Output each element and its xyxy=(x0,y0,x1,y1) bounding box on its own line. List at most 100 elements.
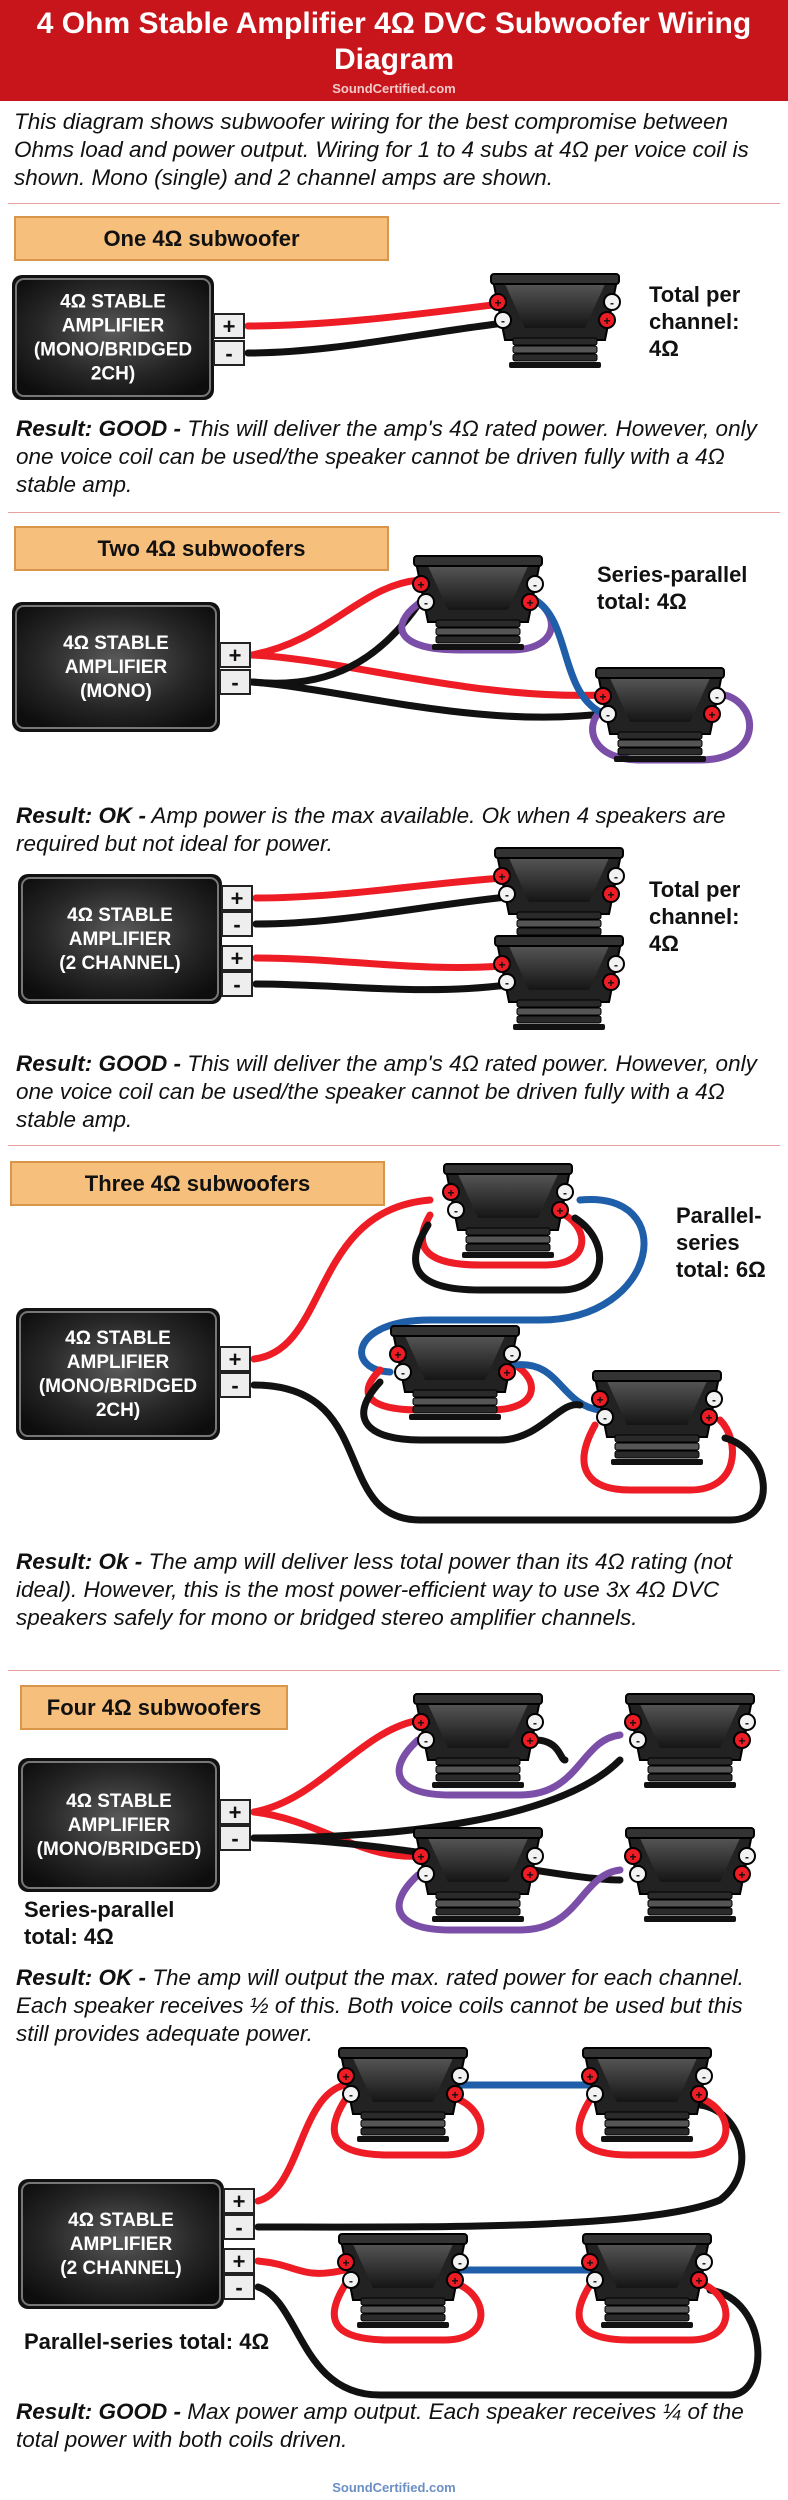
sub-base xyxy=(409,1414,501,1420)
left-coil-plus-sign: + xyxy=(417,1850,424,1864)
wire-red xyxy=(244,300,504,330)
right-coil-minus-sign: - xyxy=(702,2256,706,2270)
plus-terminal xyxy=(219,642,251,668)
left-coil-plus-sign: + xyxy=(494,296,501,310)
minus-terminal xyxy=(213,340,245,366)
sub-magnet xyxy=(604,2127,690,2136)
minus-terminal xyxy=(219,1825,251,1851)
minus-sign: - xyxy=(235,2215,242,2240)
left-coil-minus-sign: - xyxy=(424,596,428,610)
right-coil-plus-sign: + xyxy=(451,2274,458,2288)
wire-black xyxy=(412,1214,603,1294)
minus-sign: - xyxy=(231,1826,238,1851)
left-coil-minus xyxy=(447,1201,465,1219)
sub-rim xyxy=(413,1827,543,1839)
right-coil-plus-sign: + xyxy=(708,708,715,722)
amp-label: (MONO/BRIDGED xyxy=(39,1376,197,1397)
result-three-body: The amp will deliver less total power th… xyxy=(16,1549,733,1630)
amp-label: AMPLIFIER xyxy=(65,657,168,678)
sub-cone xyxy=(353,2058,453,2102)
right-coil-plus xyxy=(551,1201,569,1219)
right-coil-minus-sign: - xyxy=(745,1716,749,1730)
right-coil-plus xyxy=(690,2271,708,2289)
wire-black xyxy=(252,980,511,994)
left-coil-plus-sign: + xyxy=(596,1393,603,1407)
wire-black xyxy=(244,319,509,357)
left-coil-minus xyxy=(394,1363,412,1381)
section-title-two: Two 4Ω subwoofers xyxy=(14,526,389,571)
left-coil-plus-sign: + xyxy=(417,1716,424,1730)
result-two-b-body: This will deliver the amp's 4Ω rated pow… xyxy=(16,1051,757,1132)
sub-rim xyxy=(443,1163,573,1175)
divider xyxy=(8,1670,780,1671)
left-coil-plus xyxy=(412,1713,430,1731)
sub-rim xyxy=(582,2047,712,2059)
right-coil-plus xyxy=(598,311,616,329)
sub-magnet xyxy=(435,619,521,628)
right-coil-minus xyxy=(607,955,625,973)
amp-label: 4Ω STABLE xyxy=(68,2210,174,2231)
wire-red xyxy=(418,1211,586,1269)
sub-base xyxy=(614,756,706,762)
wire-black xyxy=(250,1756,624,1842)
sub-magnet xyxy=(360,2305,446,2314)
wire-black xyxy=(250,1381,767,1524)
right-coil-plus-sign: + xyxy=(526,1734,533,1748)
sub-rim xyxy=(494,847,624,859)
sub-rim xyxy=(338,2233,468,2245)
sub-magnet xyxy=(360,2111,446,2120)
sub-magnet xyxy=(614,1434,700,1443)
subwoofer-four-d: +--+ xyxy=(624,1827,756,1922)
left-coil-plus xyxy=(412,575,430,593)
minus-sign: - xyxy=(225,341,232,366)
sub-magnet xyxy=(516,927,602,936)
left-coil-plus xyxy=(489,293,507,311)
sub-magnet xyxy=(360,2313,446,2322)
sub-magnet xyxy=(435,1899,521,1908)
right-coil-minus xyxy=(526,1847,544,1865)
right-coil-minus xyxy=(603,293,621,311)
left-coil-minus xyxy=(342,2271,360,2289)
left-coil-plus-sign: + xyxy=(342,2256,349,2270)
footer-brand: SoundCertified.com xyxy=(332,2480,456,2495)
left-coil-minus xyxy=(342,2085,360,2103)
wire-red xyxy=(330,2096,485,2159)
plus-sign: + xyxy=(229,643,242,668)
plus-terminal xyxy=(213,313,245,339)
sub-magnet xyxy=(617,747,703,756)
left-coil-plus-sign: + xyxy=(417,578,424,592)
subwoofer-three-b: +--+ xyxy=(389,1325,521,1420)
right-coil-plus-sign: + xyxy=(503,1366,510,1380)
right-coil-minus-sign: - xyxy=(702,2070,706,2084)
right-coil-plus xyxy=(690,2085,708,2103)
amp-label: 4Ω STABLE xyxy=(67,905,173,926)
subwoofer-three-a: +--+ xyxy=(442,1163,574,1258)
label-four: Series-parallel total: 4Ω xyxy=(24,1897,175,1949)
sub-base xyxy=(601,2322,693,2328)
left-coil-plus xyxy=(591,1390,609,1408)
left-coil-minus xyxy=(629,1865,647,1883)
sub-magnet xyxy=(512,337,598,346)
right-coil-plus-sign: + xyxy=(607,888,614,902)
sub-magnet xyxy=(647,1907,733,1916)
amp-label: 4Ω STABLE xyxy=(65,1328,171,1349)
wire-blue xyxy=(511,1361,604,1414)
right-coil-minus xyxy=(607,867,625,885)
sub-magnet xyxy=(516,911,602,920)
minus-terminal xyxy=(223,2274,255,2300)
sub-magnet xyxy=(614,1442,700,1451)
result-two-b-head: Result: GOOD - xyxy=(16,1051,182,1076)
amp-label: (2 CHANNEL) xyxy=(60,2258,181,2279)
amp-body xyxy=(15,278,211,397)
right-coil-plus xyxy=(733,1731,751,1749)
left-coil-plus xyxy=(389,1345,407,1363)
plus-sign: + xyxy=(233,2249,246,2274)
plus-sign: + xyxy=(233,2189,246,2214)
plus-sign: + xyxy=(223,314,236,339)
result-four-head: Result: OK - xyxy=(16,1965,147,1990)
brand-text: SoundCertified.com xyxy=(332,81,456,96)
right-coil-minus xyxy=(526,575,544,593)
result-two-body: Amp power is the max available. Ok when … xyxy=(16,803,726,856)
plus-sign: + xyxy=(229,1347,242,1372)
